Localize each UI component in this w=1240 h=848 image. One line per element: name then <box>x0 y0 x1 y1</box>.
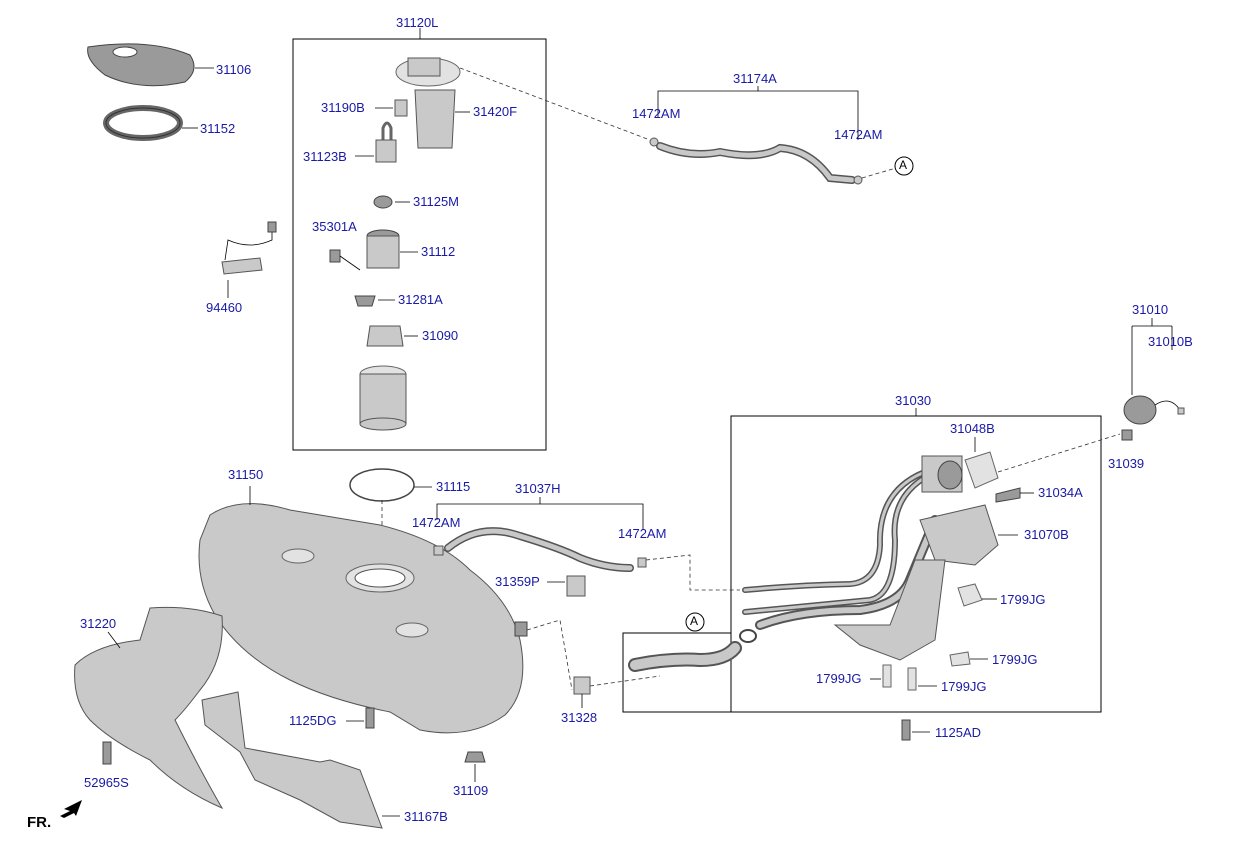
label-31010[interactable]: 31010 <box>1132 302 1169 317</box>
bracket-31167B <box>201 691 400 829</box>
bracket-31174A <box>657 86 859 140</box>
label-31281A[interactable]: 31281A <box>398 292 443 307</box>
label-31152[interactable]: 31152 <box>200 121 236 136</box>
valve-31190B <box>375 99 408 117</box>
reservoir-cup <box>359 365 407 431</box>
seal-31034A <box>995 487 1034 503</box>
ring-31125M <box>373 195 410 209</box>
cap-31010 <box>1123 395 1185 425</box>
label-31120L[interactable]: 31120L <box>396 15 439 30</box>
label-1472AM-hose-right[interactable]: 1472AM <box>834 127 883 142</box>
screw-31039 <box>1121 429 1133 441</box>
label-31328[interactable]: 31328 <box>561 710 598 725</box>
label-31030[interactable]: 31030 <box>895 393 932 408</box>
label-31420F[interactable]: 31420F <box>473 104 518 119</box>
label-31220[interactable]: 31220 <box>80 616 117 631</box>
seal-1799JG-left <box>870 664 892 688</box>
label-31125M[interactable]: 31125M <box>413 194 460 209</box>
label-31090[interactable]: 31090 <box>422 328 459 343</box>
seal-1799JG-right <box>907 667 937 691</box>
fuel-tank-31150 <box>198 486 573 734</box>
label-31150[interactable]: 31150 <box>228 467 264 482</box>
sender-94460 <box>221 221 277 298</box>
front-direction-label: FR. <box>27 814 52 831</box>
label-1125AD[interactable]: 1125AD <box>935 725 982 740</box>
label-31039[interactable]: 31039 <box>1108 456 1145 471</box>
label-31010B[interactable]: 31010B <box>1148 334 1193 349</box>
label-31359P[interactable]: 31359P <box>495 574 540 589</box>
bolt-1125AD <box>901 719 930 741</box>
hose-31037H <box>433 527 740 591</box>
bracket-31037H <box>436 497 644 530</box>
bracket-31090 <box>366 325 418 347</box>
seal-1799JG-mid <box>949 651 988 667</box>
front-arrow-icon <box>60 800 82 818</box>
hose-31174A <box>649 137 914 185</box>
label-31112[interactable]: 31112 <box>421 244 456 259</box>
heat-shield-31220 <box>74 606 224 810</box>
reference-marker-a-bottom: A <box>690 614 699 628</box>
fuel-pump-assembly-box <box>292 38 547 451</box>
label-31123B[interactable]: 31123B <box>303 149 347 164</box>
lock-ring-31152 <box>103 105 198 141</box>
label-1799JG-mid[interactable]: 1799JG <box>992 652 1038 667</box>
cover-plate-31106 <box>87 43 214 87</box>
gasket-31048B <box>964 437 999 489</box>
label-1125DG[interactable]: 1125DG <box>289 713 337 728</box>
gasket-31115 <box>349 468 432 502</box>
label-31115[interactable]: 31115 <box>436 479 471 494</box>
label-52965S[interactable]: 52965S <box>84 775 129 790</box>
filler-hose-box <box>622 632 731 713</box>
label-1799JG-top[interactable]: 1799JG <box>1000 592 1046 607</box>
bracket-31010 <box>1131 318 1173 395</box>
label-94460[interactable]: 94460 <box>206 300 243 315</box>
pump-31112 <box>366 229 418 269</box>
label-1472AM-tank-right[interactable]: 1472AM <box>618 526 667 541</box>
label-31106[interactable]: 31106 <box>216 62 252 77</box>
label-1799JG-left[interactable]: 1799JG <box>816 671 862 686</box>
bolt-52965S <box>102 741 112 765</box>
label-1472AM-tank-left[interactable]: 1472AM <box>412 515 461 530</box>
filler-hose <box>628 612 757 672</box>
label-31048B[interactable]: 31048B <box>950 421 995 436</box>
label-35301A[interactable]: 35301A <box>312 219 357 234</box>
clip-31359P <box>547 575 586 597</box>
label-31190B[interactable]: 31190B <box>321 100 365 115</box>
bolt-1125DG <box>346 707 375 729</box>
label-31034A[interactable]: 31034A <box>1038 485 1083 500</box>
pump-flange-31420F <box>395 57 470 149</box>
label-31109[interactable]: 31109 <box>453 783 489 798</box>
clip-31281A <box>354 295 395 307</box>
filter-31123B <box>355 121 397 163</box>
sensor-35301A <box>329 249 361 271</box>
reference-marker-a-top: A <box>899 158 908 172</box>
label-1472AM-hose-left[interactable]: 1472AM <box>632 106 681 121</box>
nut-31109 <box>464 751 486 782</box>
label-31037H[interactable]: 31037H <box>515 481 561 496</box>
label-31070B[interactable]: 31070B <box>1024 527 1069 542</box>
seal-1799JG-top <box>957 583 997 607</box>
filler-neck-31030 <box>742 455 1018 661</box>
label-1799JG-right[interactable]: 1799JG <box>941 679 987 694</box>
label-31174A[interactable]: 31174A <box>733 71 777 86</box>
label-31167B[interactable]: 31167B <box>404 809 448 824</box>
clamp-31328 <box>573 675 661 708</box>
